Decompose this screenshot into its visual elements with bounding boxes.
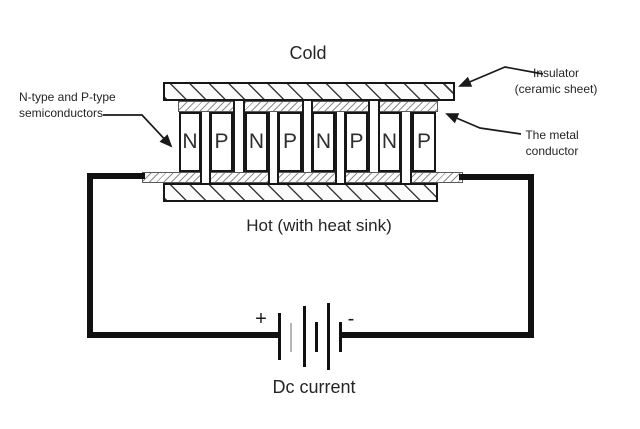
- wire-bottom-left: [87, 332, 280, 338]
- battery-long-line: [327, 303, 330, 370]
- semiconductor-block-p: P: [345, 112, 368, 172]
- minus-sign: -: [347, 308, 355, 330]
- ceramic-plate-top: [163, 82, 455, 101]
- semiconductor-block-p: P: [210, 112, 233, 172]
- gap-pillar-up: [233, 99, 245, 172]
- insulator-label: Insulator (ceramic sheet): [500, 65, 612, 97]
- semiconductors-label: N-type and P-type semiconductors: [19, 89, 159, 121]
- wire-top-right: [459, 174, 534, 180]
- insulator-label-line2: (ceramic sheet): [514, 82, 598, 96]
- hot-label: Hot (with heat sink): [246, 216, 392, 235]
- semiconductor-block-n: N: [378, 112, 401, 172]
- cold-label: Cold: [289, 43, 327, 63]
- insulator-label-line1: Insulator: [532, 66, 580, 80]
- semiconductor-block-p: P: [412, 112, 436, 172]
- gap-pillar-down: [400, 112, 412, 185]
- battery-long-line: [303, 306, 306, 367]
- metal-conductor-label-line2: conductor: [525, 144, 579, 158]
- battery-negative-plate: [339, 322, 342, 352]
- metal-conductor-strip-bottom: [142, 172, 463, 183]
- metal-conductor-label: The metal conductor: [506, 127, 598, 159]
- semiconductors-label-line2: semiconductors: [19, 106, 104, 120]
- ceramic-plate-bottom: [163, 183, 438, 202]
- wire-top-left: [87, 173, 145, 179]
- metal-conductor-label-line1: The metal: [525, 128, 579, 142]
- semiconductor-block-p: P: [278, 112, 302, 172]
- semiconductor-block-n: N: [179, 112, 201, 172]
- wire-right: [528, 174, 534, 338]
- dc-current-label: Dc current: [272, 377, 356, 397]
- semiconductors-label-line1: N-type and P-type: [19, 90, 116, 104]
- semiconductor-block-n: N: [312, 112, 335, 172]
- battery-short-line: [315, 322, 318, 352]
- wire-left: [87, 173, 93, 338]
- battery-positive-plate: [278, 313, 281, 360]
- semiconductor-block-n: N: [245, 112, 268, 172]
- plus-sign: +: [255, 308, 267, 330]
- battery-short-line-faint: [290, 323, 292, 352]
- wire-bottom-right: [341, 332, 534, 338]
